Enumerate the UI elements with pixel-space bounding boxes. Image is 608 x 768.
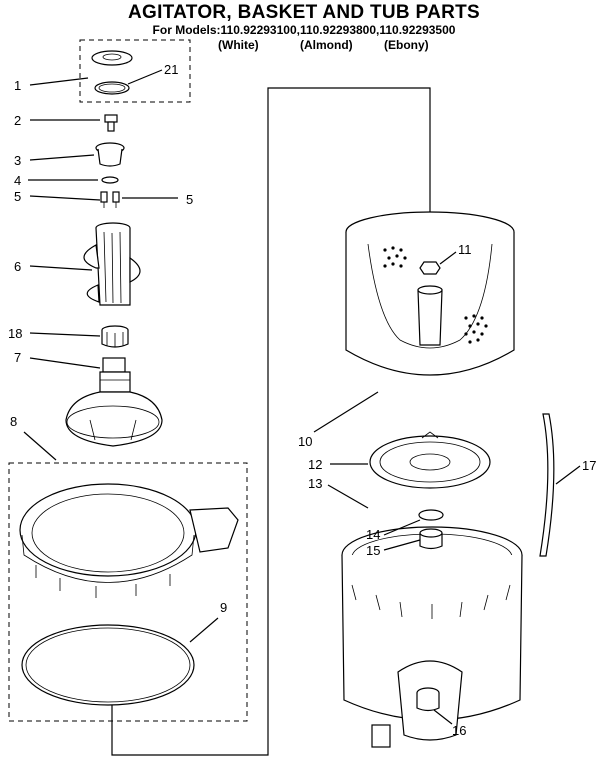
callout-14: 14 — [366, 527, 380, 542]
ring-kit-box — [8, 462, 248, 722]
callout-13: 13 — [308, 476, 322, 491]
agitator-cap — [91, 50, 133, 66]
callout-7: 7 — [14, 350, 21, 365]
tub-ring-strip — [539, 413, 555, 557]
model-numbers: For Models:110.92293100,110.92293800,110… — [152, 23, 456, 37]
agitator-bolt — [104, 114, 118, 132]
leader-lines — [23, 69, 581, 725]
callout-21: 21 — [164, 62, 178, 77]
agitator-auger — [83, 222, 141, 306]
tub-seal — [418, 509, 444, 521]
spline-sleeve — [101, 325, 129, 348]
basket-drive-hub — [369, 431, 491, 489]
variant-ebony: (Ebony) — [384, 38, 429, 52]
callout-8: 8 — [10, 414, 17, 429]
callout-9: 9 — [220, 600, 227, 615]
wash-basket — [345, 211, 515, 376]
callout-12: 12 — [308, 457, 322, 472]
variant-almond: (Almond) — [300, 38, 353, 52]
callout-18: 18 — [8, 326, 22, 341]
callout-5-left: 5 — [14, 189, 21, 204]
diagram-title: AGITATOR, BASKET AND TUB PARTS — [127, 2, 481, 23]
tub-drain-fitting — [416, 687, 440, 712]
callout-16: 16 — [452, 723, 466, 738]
callout-3: 3 — [14, 153, 21, 168]
cap-ring — [94, 81, 130, 95]
cam-assembly — [95, 142, 125, 167]
ring-gasket — [21, 624, 195, 706]
tub-ring — [19, 483, 239, 598]
callout-11: 11 — [458, 242, 472, 257]
variant-white: (White) — [218, 38, 259, 52]
callout-2: 2 — [14, 113, 21, 128]
callout-5-right: 5 — [186, 192, 193, 207]
agitator-base — [65, 357, 163, 447]
callout-10: 10 — [298, 434, 312, 449]
callout-6: 6 — [14, 259, 21, 274]
callout-17: 17 — [582, 458, 596, 473]
callout-15: 15 — [366, 543, 380, 558]
outer-tub — [341, 526, 523, 748]
callout-4: 4 — [14, 173, 21, 188]
tub-bearing — [419, 528, 443, 550]
callout-1: 1 — [14, 78, 21, 93]
washer — [101, 176, 119, 184]
agitator-dogs — [100, 191, 120, 208]
cap-kit-box — [79, 39, 191, 103]
basket-nut — [419, 261, 441, 275]
basket-holes — [383, 246, 488, 344]
assembly-connector-line — [111, 87, 431, 756]
